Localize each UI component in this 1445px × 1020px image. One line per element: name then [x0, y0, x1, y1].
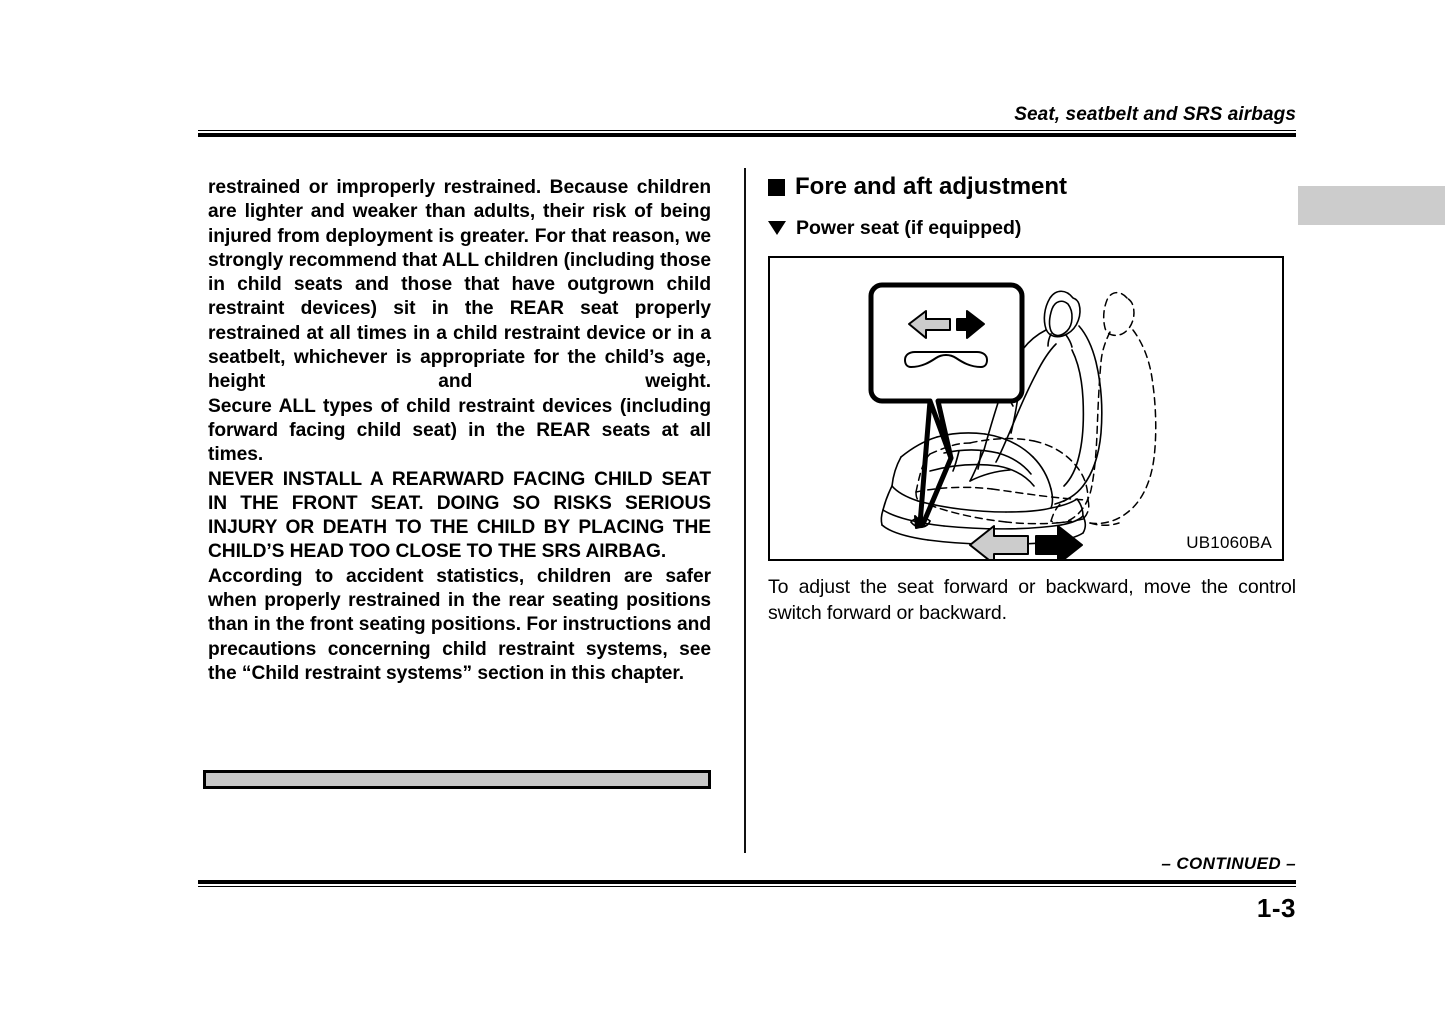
figure-body-text: To adjust the seat forward or backward, … [768, 576, 1296, 624]
page-number: 1-3 [1256, 893, 1296, 923]
subsection-heading: Power seat (if equipped) [768, 216, 1296, 240]
subsection-heading-label: Power seat (if equipped) [796, 217, 1022, 239]
footer-rule-thick [198, 880, 1296, 884]
warning-box-bottom-bar [203, 770, 711, 789]
figure-code-label: UB1060BA [1186, 533, 1272, 552]
left-column: restrained or improperly restrained. Bec… [208, 176, 711, 686]
header-rule-thin [198, 130, 1296, 131]
right-column: Fore and aft adjustment Power seat (if e… [768, 172, 1296, 626]
warning-paragraph-1: restrained or improperly restrained. Bec… [208, 177, 711, 393]
section-heading: Fore and aft adjustment [768, 172, 1296, 202]
chapter-thumb-tab [1298, 186, 1445, 225]
running-header-title: Seat, seatbelt and SRS airbags [1014, 104, 1296, 125]
warning-paragraph-2: Secure ALL types of child restraint devi… [208, 395, 711, 466]
header-rule-thick [198, 133, 1296, 137]
warning-paragraph-4: According to accident statistics, childr… [208, 565, 711, 684]
footer-rule-thin [198, 886, 1296, 887]
black-triangle-bullet-icon [768, 221, 786, 235]
footer-rule [198, 880, 1296, 887]
header-rule [198, 130, 1296, 137]
figure-power-seat-adjustment: UB1060BA [768, 256, 1284, 561]
section-heading-label: Fore and aft adjustment [795, 173, 1068, 200]
warning-paragraph-3: NEVER INSTALL A REARWARD FACING CHILD SE… [208, 468, 711, 563]
black-square-bullet-icon [768, 178, 785, 196]
power-seat-illustration [868, 282, 1157, 559]
column-divider [744, 168, 746, 853]
continued-label: – CONTINUED – [1161, 854, 1296, 873]
